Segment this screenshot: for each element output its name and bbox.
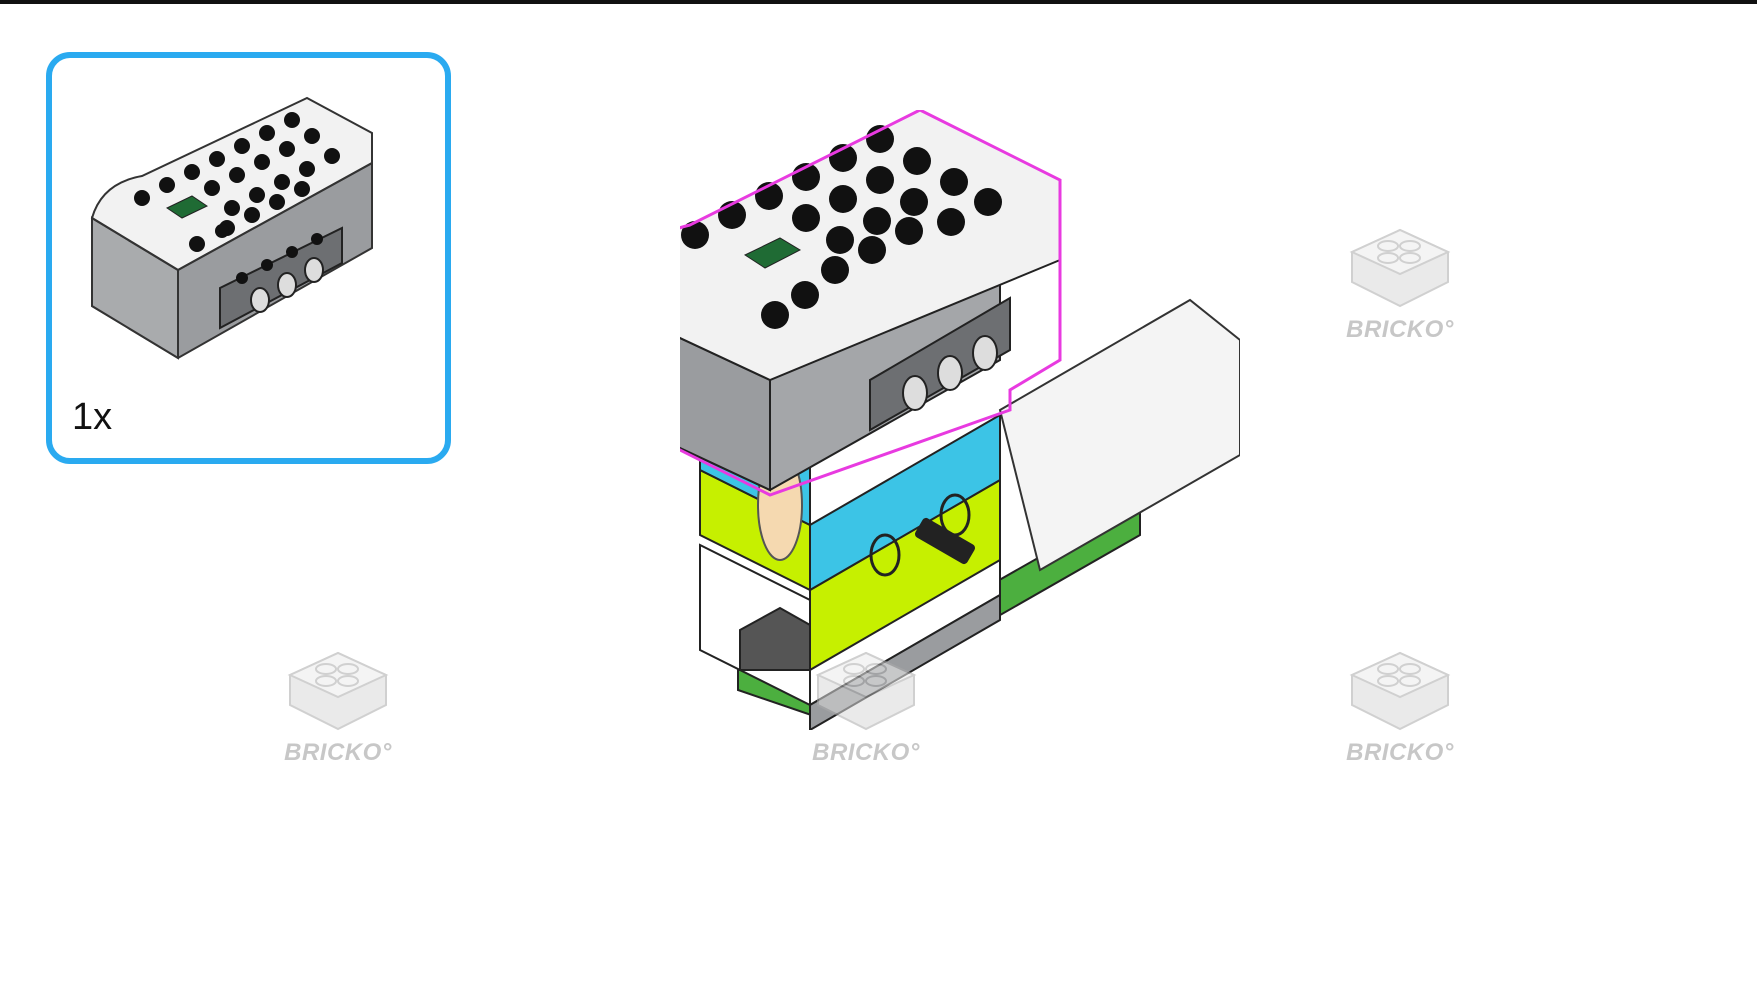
watermark-text: BRICKO° <box>1346 739 1454 766</box>
highlight-outline <box>680 110 1062 497</box>
watermark-text: BRICKO° <box>284 739 392 766</box>
bricko-logo-icon <box>1349 228 1451 308</box>
top-bar <box>0 0 1757 4</box>
bricko-logo-icon <box>815 651 917 731</box>
smarthub-brick-icon <box>90 96 373 360</box>
parts-callout: 1x <box>46 52 451 464</box>
bricko-watermark: BRICKO° <box>1330 212 1470 352</box>
bricko-watermark: BRICKO° <box>1330 635 1470 775</box>
axle <box>914 517 976 565</box>
part-quantity-label: 1x <box>72 396 113 438</box>
hub-button <box>743 237 802 269</box>
watermark-text: BRICKO° <box>1346 316 1454 343</box>
bricko-logo-icon <box>1349 651 1451 731</box>
bricko-watermark: BRICKO° <box>268 635 408 775</box>
watermark-text: BRICKO° <box>812 739 920 766</box>
bricko-logo-icon <box>287 651 389 731</box>
bricko-watermark: BRICKO° <box>796 635 936 775</box>
motor-block <box>998 298 1240 572</box>
assembled-model-illustration <box>680 110 1240 730</box>
